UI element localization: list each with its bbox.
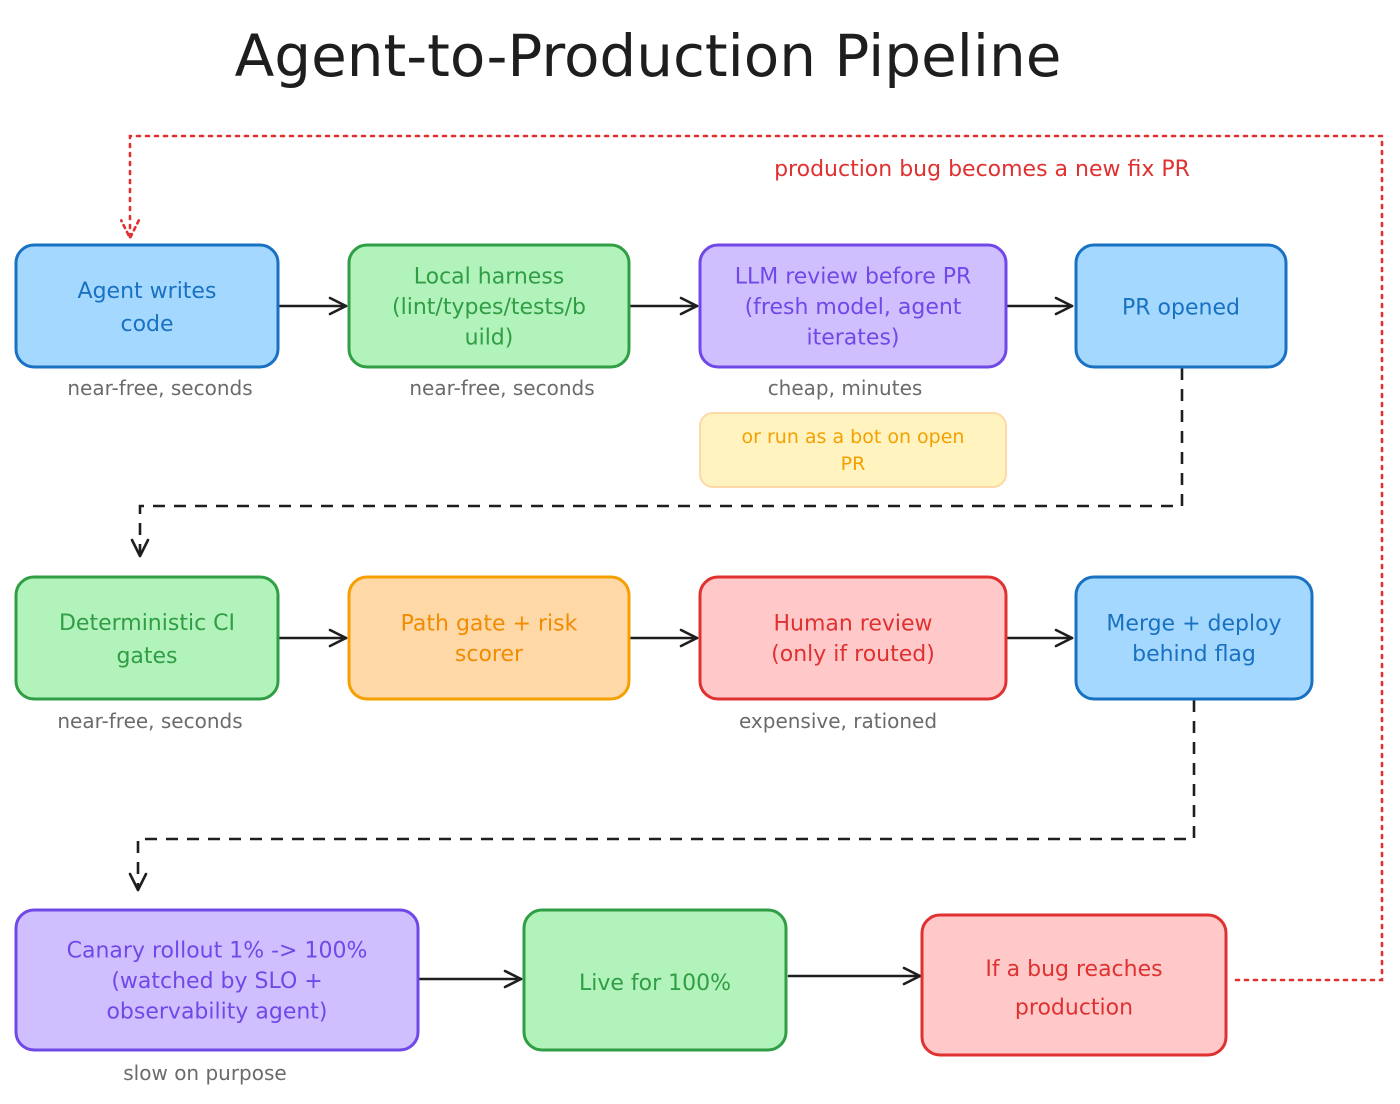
node-box [1074, 243, 1288, 369]
node-box [14, 908, 420, 1052]
node-human-review: Human review (only if routed) [698, 575, 1008, 701]
arrow-pr-to-ci [130, 368, 1184, 558]
node-caption-llm-review: cheap, minutes [768, 376, 923, 400]
node-box [14, 243, 280, 369]
node-label-line: gates [116, 644, 177, 669]
node-label-line: uild) [465, 325, 514, 350]
node-caption-local-harness: near-free, seconds [409, 376, 594, 400]
node-label-line: iterates) [806, 325, 899, 350]
node-box [14, 575, 280, 701]
node-label-line: (only if routed) [771, 642, 935, 667]
node-merge-deploy: Merge + deploy behind flag [1074, 575, 1314, 701]
node-label-line: Path gate + risk [401, 612, 578, 637]
node-label-line: Deterministic CI [59, 611, 235, 636]
node-box [522, 908, 788, 1052]
arrow-merge-to-canary [128, 700, 1196, 892]
node-label-line: Local harness [414, 265, 565, 290]
node-caption-agent-writes-code: near-free, seconds [67, 376, 252, 400]
side-note-line-2: PR [841, 453, 866, 475]
node-label-line: observability agent) [106, 999, 327, 1024]
node-pr-opened: PR opened [1074, 243, 1288, 369]
node-caption-human-review: expensive, rationed [739, 709, 937, 733]
node-label-line: (fresh model, agent [745, 295, 962, 320]
node-label-line: PR opened [1122, 296, 1240, 321]
node-label-line: (watched by SLO + [111, 969, 322, 994]
node-llm-review: LLM review before PR (fresh model, agent i… [698, 243, 1008, 369]
node-live: Live for 100% [522, 908, 788, 1052]
node-label-line: If a bug reaches [985, 957, 1162, 982]
node-canary-rollout: Canary rollout 1% -> 100% (watched by SLO… [14, 908, 420, 1052]
node-caption-deterministic-ci: near-free, seconds [57, 709, 242, 733]
node-deterministic-ci: Deterministic CI gates [14, 575, 280, 701]
node-label-line: Merge + deploy [1106, 612, 1281, 637]
node-label-line: scorer [455, 642, 524, 667]
node-label-line: behind flag [1132, 642, 1256, 667]
node-agent-writes-code: Agent writes code [14, 243, 280, 369]
node-box [1074, 575, 1314, 701]
node-label-line: Live for 100% [579, 971, 731, 996]
node-label-line: Agent writes [78, 279, 217, 304]
node-caption-canary-rollout: slow on purpose [123, 1061, 286, 1085]
node-box [698, 243, 1008, 369]
node-box [347, 243, 631, 369]
node-path-gate: Path gate + risk scorer [347, 575, 631, 701]
node-label-line: production [1015, 995, 1133, 1020]
feedback-loop-arrow [130, 134, 1384, 982]
node-box [920, 913, 1228, 1057]
node-box [347, 575, 631, 701]
node-label-line: LLM review before PR [735, 265, 972, 290]
feedback-loop-label: production bug becomes a new fix PR [774, 157, 1190, 182]
side-note-box [699, 412, 1007, 488]
node-local-harness: Local harness (lint/types/tests/b uild) [347, 243, 631, 369]
node-label-line: Human review [773, 612, 932, 637]
side-note-line-1: or run as a bot on open [742, 426, 965, 448]
node-label-line: (lint/types/tests/b [392, 295, 586, 320]
node-label-line: code [120, 312, 173, 337]
diagram-title: Agent-to-Production Pipeline [235, 22, 1062, 90]
node-bug-reaches-prod: If a bug reaches production [920, 913, 1228, 1057]
node-box [698, 575, 1008, 701]
node-label-line: Canary rollout 1% -> 100% [67, 939, 368, 964]
